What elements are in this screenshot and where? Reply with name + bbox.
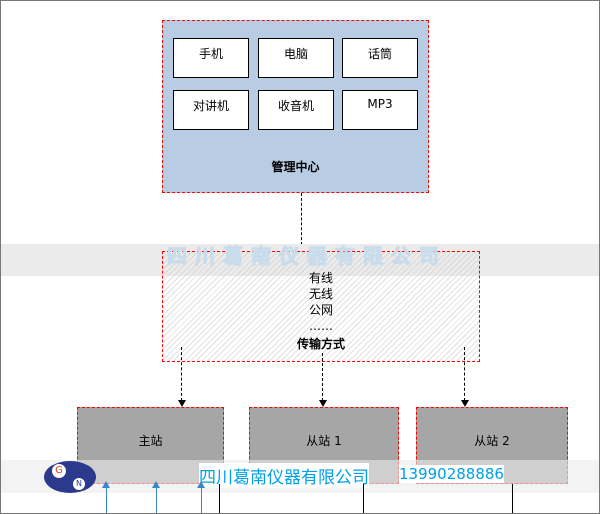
- connector-line: [464, 347, 465, 401]
- management-title: 管理中心: [271, 160, 320, 174]
- company-logo: G N: [44, 461, 96, 493]
- device-phone: 手机: [173, 38, 249, 78]
- transmission-title: 传输方式: [296, 337, 345, 351]
- connector-line: [301, 193, 302, 245]
- device-computer: 电脑: [258, 38, 334, 78]
- transmission-item: 无线: [308, 287, 333, 301]
- watermark-company-text: 四川葛南仪器有限公司: [167, 244, 447, 268]
- transmission-item: 有线: [308, 271, 333, 285]
- connector-line: [181, 347, 182, 401]
- device-mp3: MP3: [342, 90, 418, 130]
- signal-line: [156, 487, 157, 513]
- signal-line: [201, 487, 202, 513]
- transmission-item: ……: [309, 319, 333, 333]
- device-microphone: 话筒: [342, 38, 418, 78]
- watermark-phone: 13990288886: [399, 465, 504, 483]
- bus-line: [512, 484, 513, 513]
- transmission-item: 公网: [308, 303, 333, 317]
- arrow-head: [461, 400, 469, 407]
- bus-line: [363, 484, 364, 513]
- arrow-head: [319, 400, 327, 407]
- signal-line: [106, 487, 107, 513]
- watermark-company-name: 四川葛南仪器有限公司: [199, 463, 369, 488]
- arrow-up: [197, 481, 205, 488]
- device-radio: 收音机: [258, 90, 334, 130]
- device-walkie-talkie: 对讲机: [173, 90, 249, 130]
- arrow-head: [178, 400, 186, 407]
- transmission-box: [162, 251, 480, 362]
- arrow-up: [102, 481, 110, 488]
- connector-line: [322, 353, 323, 401]
- arrow-up: [152, 481, 160, 488]
- bus-line: [219, 484, 220, 513]
